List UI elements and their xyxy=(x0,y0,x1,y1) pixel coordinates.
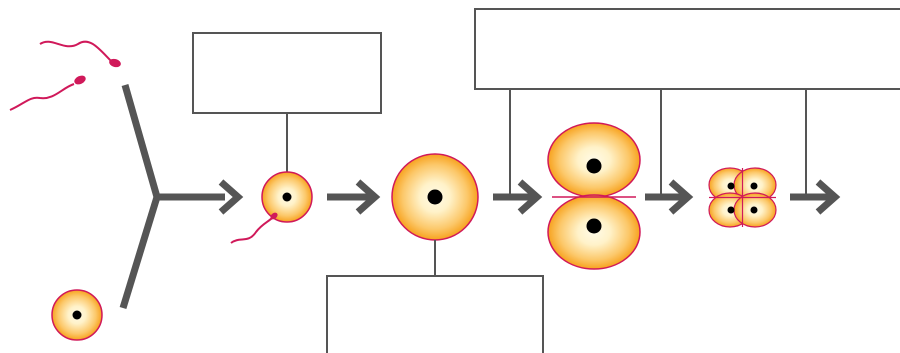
sperm-icon xyxy=(39,40,121,68)
label-box xyxy=(192,32,382,114)
sperm-icon xyxy=(9,75,86,111)
two-cell-stage xyxy=(547,122,641,270)
arrow-icon xyxy=(493,179,543,215)
arrow-icon xyxy=(790,179,841,215)
arrow-icon xyxy=(327,179,381,215)
enlarged-zygote xyxy=(391,153,479,241)
label-box xyxy=(326,275,544,353)
box-connector xyxy=(509,89,807,197)
merge-connector xyxy=(119,84,225,310)
four-cell-stage xyxy=(708,167,777,228)
arrow-icon xyxy=(218,179,244,215)
label-box xyxy=(474,8,900,90)
egg-cell xyxy=(51,289,103,341)
fertilized-egg xyxy=(230,171,313,244)
arrow-icon xyxy=(645,179,694,215)
